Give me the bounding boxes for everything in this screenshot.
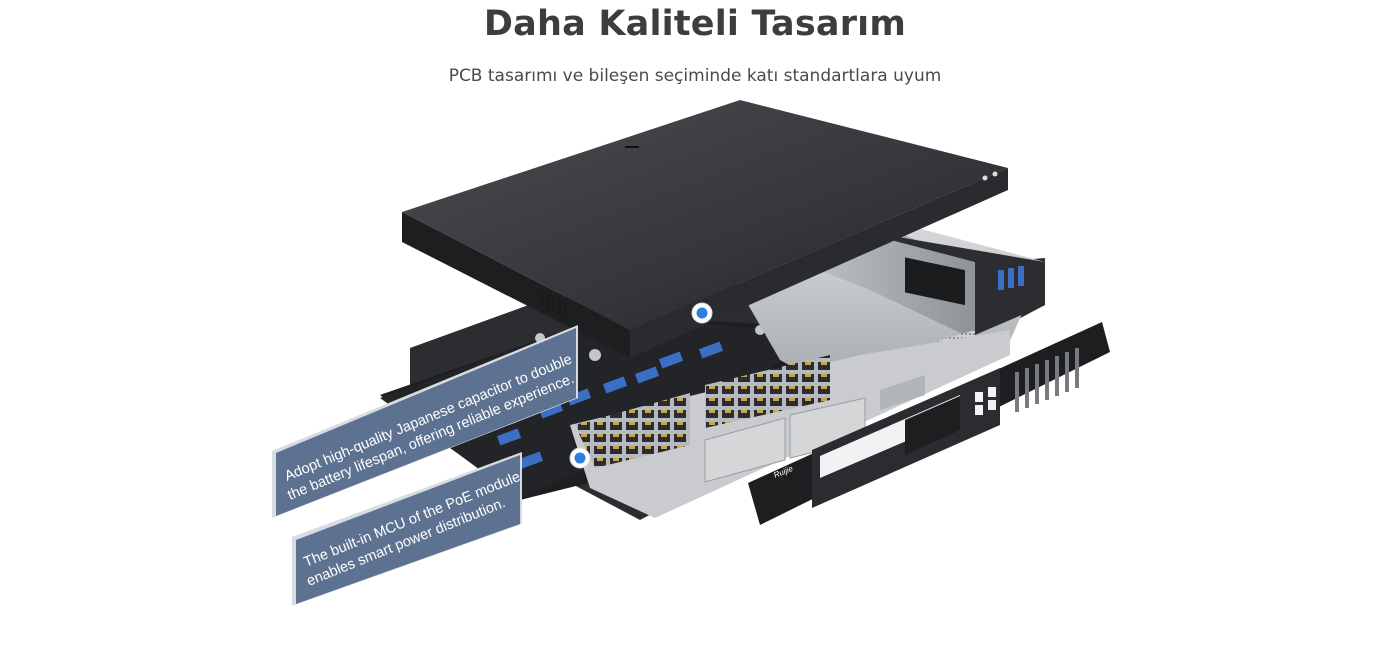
page-subtitle: PCB tasarımı ve bileşen seçiminde katı s… — [448, 66, 942, 86]
top-lid — [402, 100, 1008, 358]
hotspot-capacitor[interactable] — [691, 302, 713, 324]
hotspot-poe-module[interactable] — [569, 447, 591, 469]
page-title: Daha Kaliteli Tasarım — [483, 4, 907, 44]
front-bezel: Ruijie — [748, 322, 1110, 525]
